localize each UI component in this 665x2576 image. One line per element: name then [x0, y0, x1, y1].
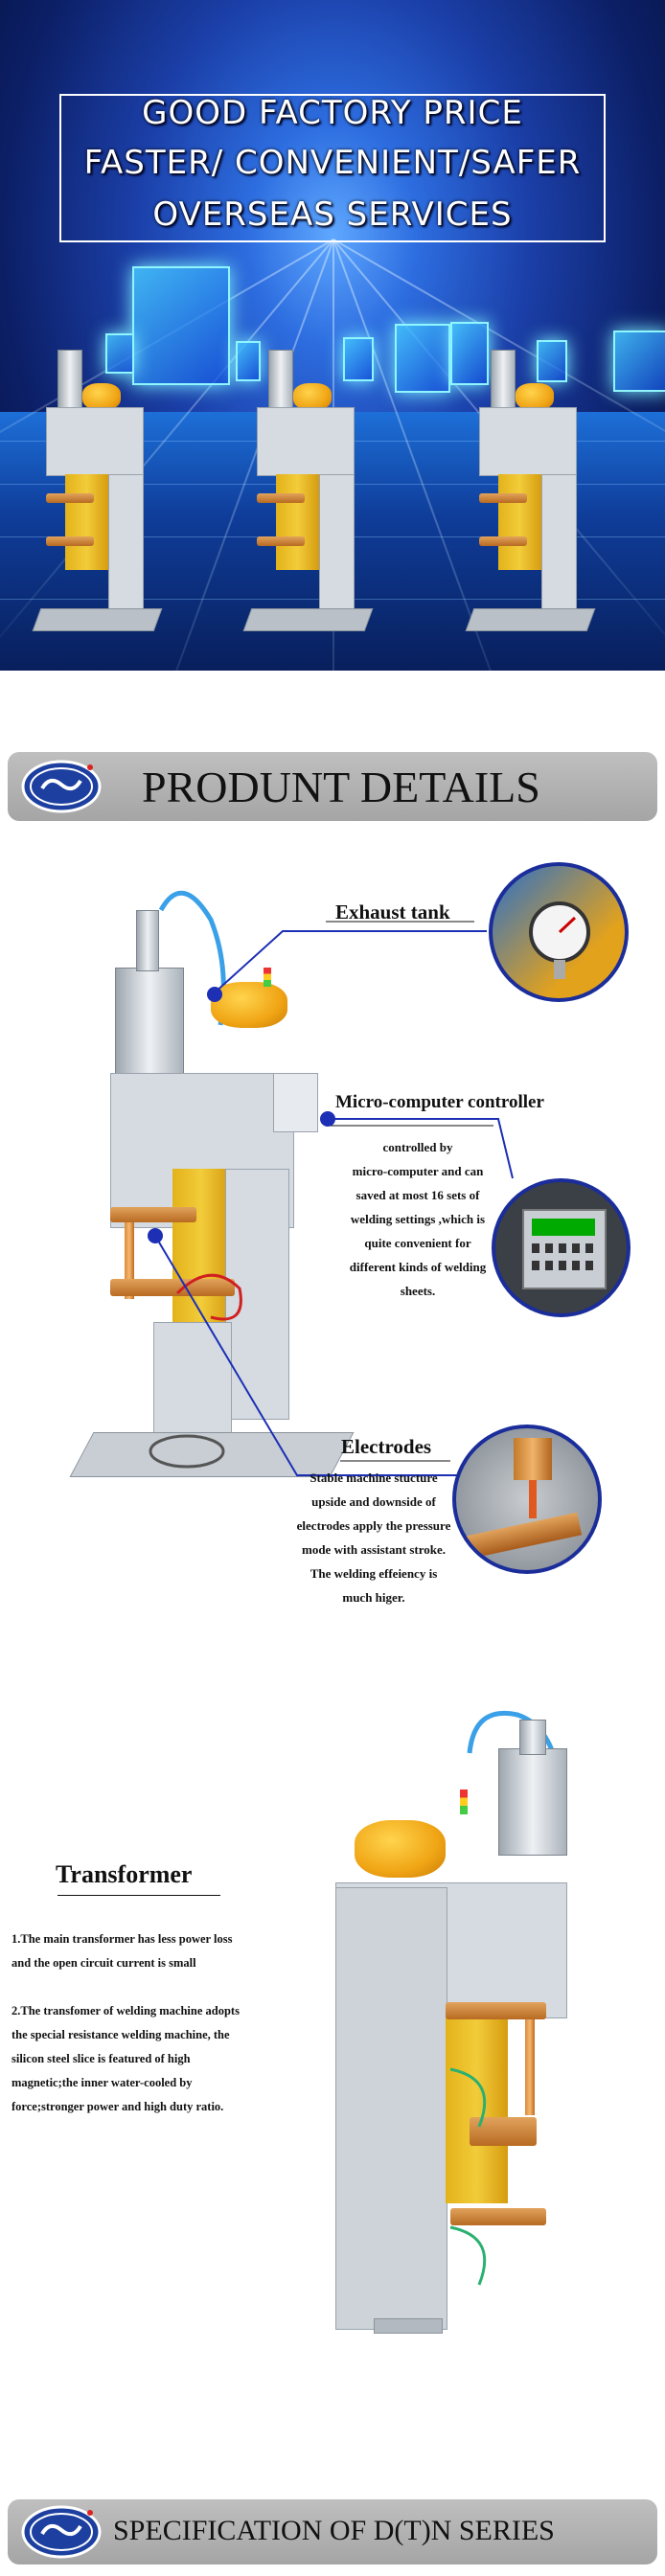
welding-machine-image [465, 331, 596, 637]
spec-banner: SPECIFICATION OF D(T)N SERIES [8, 2499, 657, 2565]
hero-line-2: FASTER/ CONVENIENT/SAFER [83, 144, 582, 182]
glow-cube [450, 322, 489, 385]
glow-cube [537, 340, 567, 382]
hero-line-3: OVERSEAS SERVICES [152, 195, 513, 234]
controller-title: Micro-computer controller [335, 1092, 544, 1112]
glow-cube [613, 331, 665, 392]
callout-dot [207, 987, 222, 1002]
pressure-gauge-icon [529, 901, 590, 979]
welding-machine-image [242, 331, 374, 637]
transformer-title: Transformer [56, 1860, 193, 1888]
hero-line-1: GOOD FACTORY PRICE [142, 94, 523, 132]
transformer-title-underline [57, 1895, 220, 1896]
glow-cube [236, 341, 261, 381]
details-banner-title: PRODUNT DETAILS [142, 763, 540, 811]
glow-cube [395, 324, 450, 393]
exhaust-tank-photo [489, 862, 629, 1002]
welding-machine-side-image [316, 1696, 623, 2347]
company-logo [21, 2505, 102, 2559]
hero-banner: GOOD FACTORY PRICE FASTER/ CONVENIENT/SA… [0, 0, 665, 671]
spec-banner-title: SPECIFICATION OF D(T)N SERIES [113, 2515, 555, 2546]
transformer-description: 1.The main transformer has less power lo… [11, 1932, 240, 2113]
glow-cube [132, 266, 230, 385]
exhaust-tank-title: Exhaust tank [335, 900, 450, 923]
glow-cube [105, 333, 134, 374]
controller-description: controlled by micro-computer and can sav… [349, 1140, 487, 1298]
callout-dot [148, 1228, 163, 1243]
electrodes-photo [452, 1425, 602, 1574]
glow-cube [343, 337, 374, 381]
welding-machine-image [32, 331, 163, 637]
callout-lines [154, 921, 514, 1476]
callout-dot [320, 1111, 335, 1127]
hero-text-frame [59, 94, 606, 242]
company-logo [21, 760, 102, 813]
controller-panel [522, 1209, 607, 1289]
electrodes-description: Stable machine stucture upside and downs… [296, 1470, 451, 1605]
electrodes-title: Electrodes [341, 1435, 432, 1458]
details-banner: PRODUNT DETAILS [8, 752, 657, 821]
welding-machine-main-image [57, 881, 355, 1533]
controller-photo [492, 1178, 631, 1317]
